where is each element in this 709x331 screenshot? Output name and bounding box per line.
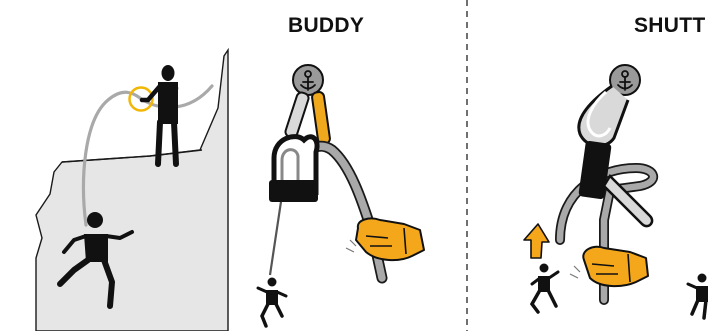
rock-ledge bbox=[61, 149, 203, 163]
buddy-device bbox=[269, 134, 320, 202]
anchor-icon bbox=[292, 64, 324, 96]
climber-icon bbox=[256, 277, 288, 328]
anchor-icon bbox=[609, 64, 641, 96]
buddy-diagram bbox=[256, 64, 425, 328]
shutt-diagram bbox=[523, 64, 708, 320]
buddy-rope-down bbox=[268, 194, 284, 276]
climber-icon bbox=[686, 273, 708, 320]
rock-scene bbox=[35, 47, 229, 331]
climber-icon bbox=[529, 263, 560, 314]
glove-icon bbox=[345, 217, 425, 262]
carabiner-icon bbox=[602, 173, 654, 228]
panel-heading-buddy: BUDDY bbox=[288, 14, 365, 37]
panel-heading-shutt: SHUTT bbox=[634, 14, 706, 37]
belayer-icon bbox=[139, 65, 179, 167]
glove-icon bbox=[569, 245, 649, 288]
up-arrow-icon bbox=[523, 223, 550, 259]
climber-icon bbox=[57, 212, 134, 309]
device-highlight-ring bbox=[128, 86, 154, 112]
shutt-device bbox=[578, 140, 612, 200]
